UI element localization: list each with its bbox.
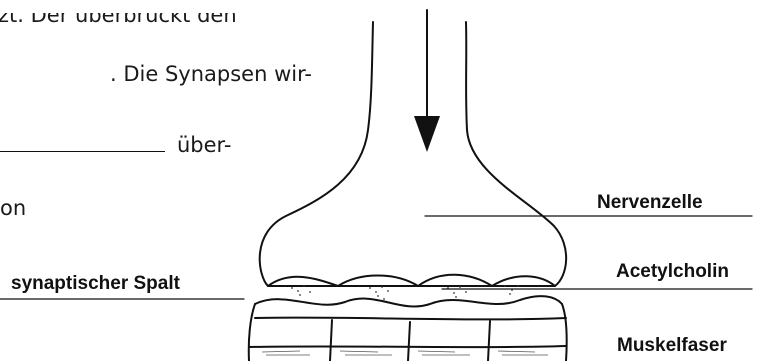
label-synaptic-cleft: synaptischer Spalt [11, 273, 180, 295]
muscle-texture [262, 351, 548, 355]
nerve-cell-outline [260, 22, 566, 286]
label-nerve-cell: Nervenzelle [597, 192, 703, 214]
muscle-fiber-line [255, 318, 566, 320]
presynaptic-membrane [268, 275, 555, 286]
arrow-head [414, 116, 440, 152]
vesicle-dots [291, 285, 519, 300]
muscle-fiber-line [249, 346, 566, 347]
postsynaptic-membrane [255, 296, 562, 306]
label-acetylcholine: Acetylcholin [616, 261, 729, 283]
label-muscle-fiber: Muskelfaser [617, 335, 727, 357]
